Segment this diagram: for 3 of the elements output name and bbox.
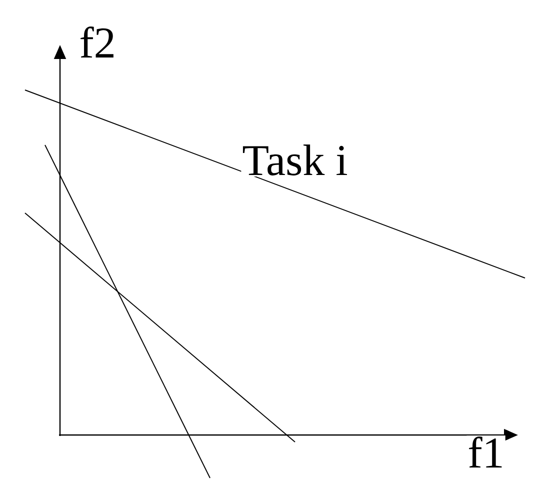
axis-label: f1 — [466, 436, 506, 468]
axis-label: f2 — [78, 26, 117, 58]
axis-label: Task i — [241, 144, 349, 176]
